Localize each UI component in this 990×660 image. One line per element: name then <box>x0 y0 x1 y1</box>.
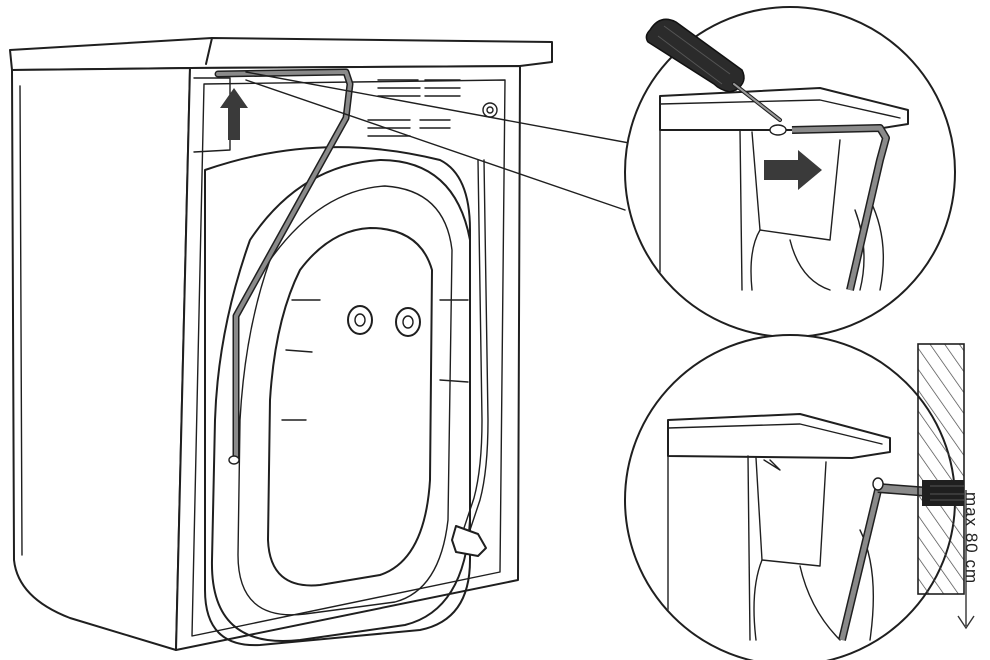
vent-slots <box>367 79 461 137</box>
detail-view-hose-removal <box>624 6 956 338</box>
arrow-right-icon <box>764 150 822 190</box>
arrow-down-icon <box>957 490 975 630</box>
mounting-bolts <box>347 305 421 337</box>
detail-view-wall-distance: max 80 cm <box>624 334 981 660</box>
arrow-up-icon <box>220 88 248 140</box>
power-cord <box>451 159 489 557</box>
appliance-rear-view <box>9 37 553 651</box>
drain-hose <box>214 68 354 465</box>
max-distance-label: max 80 cm <box>962 492 981 584</box>
wall <box>917 343 965 595</box>
callout-lines <box>245 71 641 211</box>
screwdriver-icon <box>645 18 782 122</box>
